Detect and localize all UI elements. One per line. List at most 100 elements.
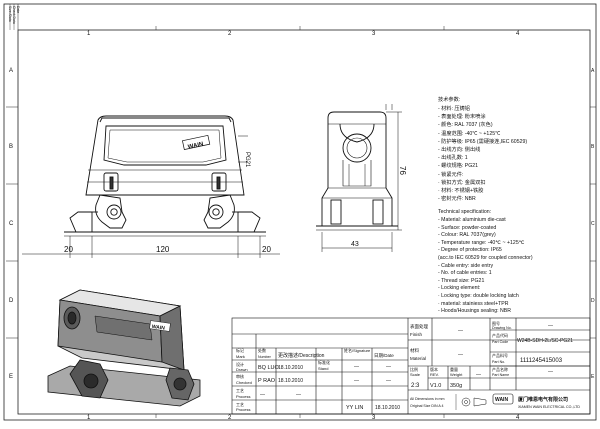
tb-dims-note-1: All Dimensions in mm [410, 397, 445, 401]
spec-cn-line: - 温度范围: -40℃ ~ +125℃ [438, 130, 501, 137]
tb-draw-name: BQ LUO [258, 365, 280, 371]
tb-stand-en: Stand [318, 366, 328, 371]
side-view [316, 111, 398, 231]
tb-rev-en: REV. [430, 372, 439, 377]
spec-en-line: - No. of cable entries: 1 [438, 270, 492, 277]
tb-approve-name: YY LIN [346, 405, 363, 411]
zone-left-b: B [9, 144, 13, 150]
zone-left-a: A [9, 68, 13, 74]
dim-side-43: 43 [351, 241, 359, 248]
spec-en-title: Technical specification: [438, 209, 492, 215]
dim-120: 120 [156, 245, 170, 254]
spec-en-line: · material: stainiess steel+TPR [438, 300, 509, 307]
tb-scale-en: Scale [410, 372, 421, 377]
tb-dims-note-2: Original Size DIN A 4 [410, 404, 444, 408]
zone-left-c: C [9, 221, 14, 227]
tb-partcode-cn: 产品代码 [492, 332, 508, 338]
spec-cn-line: - 螺纹规格: PG21 [438, 163, 479, 170]
zone-ticks [6, 26, 596, 418]
spec-en-line: - Surface: powder-coated [438, 224, 497, 231]
dim-pg21: PG21 [244, 152, 250, 168]
tb-stand-val: — [354, 364, 359, 370]
tb-check-cn: 审核 [236, 373, 244, 379]
tb-draw-en: Drawn [236, 367, 248, 372]
tb-process-name: — [260, 392, 265, 398]
dim-leader-pg [238, 135, 248, 163]
zone-right-c: C [591, 221, 595, 227]
iso-view [47, 289, 201, 407]
tb-number-cn: 处数 [258, 347, 266, 353]
tb-surface-cn: 表面处理 [410, 323, 428, 330]
outer-frame [3, 3, 597, 421]
tb-partname-cn: 产品名称 [492, 366, 508, 372]
zone-top-1: 1 [87, 31, 91, 37]
tb-check-name: P RAO [258, 378, 276, 384]
zone-left-e: E [9, 374, 13, 380]
title-block-text: 表面处理 Finish — 图号 Drawing No. — 产品代码 Part… [236, 320, 580, 412]
tb-approve-en: Process [236, 407, 250, 412]
spec-en-line: · Locking type: double locking latch [438, 293, 519, 299]
tb-signature-header: 姓名/Signature [344, 347, 371, 353]
tb-stand-cn: 标准化 [318, 359, 330, 365]
tb-approve-date: 18.10.2010 [375, 405, 400, 411]
tb-drawingno-cn: 图号 [492, 320, 500, 326]
tb-check-extra: — [354, 378, 359, 384]
zone-right-b: B [591, 144, 595, 150]
front-logo: WAIN [187, 142, 204, 151]
zone-top-3: 3 [372, 31, 376, 37]
tb-sheet-val: — [476, 372, 481, 378]
zone-right-d: D [591, 298, 595, 304]
tb-material-val: — [458, 352, 463, 358]
side-dims [321, 104, 402, 252]
tb-partcode-en: Part Code [492, 340, 508, 344]
zone-bottom-4: 4 [516, 415, 520, 421]
tb-approve-cn: 工艺 [236, 402, 244, 407]
zone-left-d: D [9, 298, 14, 304]
spec-cn-line: · 材料: 不锈钢+铁胶 [438, 188, 484, 194]
tb-surface-en: Finish [410, 332, 423, 337]
dim-left-20: 20 [64, 245, 73, 254]
iso-logo: WAIN [151, 324, 165, 332]
zone-top-4: 4 [516, 31, 520, 37]
tb-number-en: Number [258, 355, 272, 359]
tb-company-logo: WAIN [495, 397, 508, 403]
spec-cn-line: - 出线方向: 侧出线 [438, 147, 481, 153]
tb-check-extra-date: — [386, 378, 391, 384]
tb-material-en: Material [410, 356, 426, 361]
zone-bottom-3: 3 [372, 415, 376, 421]
spec-en-line: - Degree of protection: IP65 [438, 247, 502, 254]
tb-mark-cn: 标记 [236, 347, 244, 353]
spec-cn-line: - 材料: 压铸铝 [438, 106, 470, 112]
tb-scale-cn: 比例 [410, 366, 418, 372]
tb-drawingno-en: Drawing No. [492, 326, 512, 330]
spec-cn-line: - 表面处理: 粉末喷涂 [438, 114, 486, 121]
tb-mark-en: Mark [236, 354, 245, 359]
tb-check-en: Checked [236, 380, 252, 385]
zone-bottom-1: 1 [87, 415, 91, 421]
tb-check-date: 18.10.2010 [278, 378, 303, 384]
zone-top-2: 2 [228, 31, 232, 37]
zone-right-e: E [591, 374, 595, 380]
dim-right-20: 20 [262, 245, 271, 254]
tb-partcode-val: W24B-SDH-2L/SC-PG21 [517, 338, 573, 344]
tb-partno-cn: 产品料号 [492, 352, 508, 358]
tb-weight-en: Weight [450, 372, 463, 377]
spec-cn-line: - 颜色: RAL 7037 (灰色) [438, 122, 493, 129]
tb-description-header: 更改描述/Description [278, 352, 325, 359]
spec-cn-line: - 锁紧元件: [438, 171, 464, 178]
tb-partname-en: Part Name [492, 373, 509, 377]
spec-en-line: - Cable entry: side entry [438, 262, 494, 269]
zone-bottom-2: 2 [228, 415, 232, 421]
tb-draw-cn: 设计 [236, 361, 244, 367]
corner-line-3: Date [16, 6, 20, 13]
spec-en-line: (acc.to IEC 60529 for coupled connector) [438, 255, 533, 261]
tb-process-en: Process [236, 394, 250, 399]
tb-date-header: 日期/Date [374, 353, 394, 359]
spec-cn-title: 技术参数: [438, 97, 461, 103]
tb-process-cn: 工艺 [236, 388, 244, 393]
tb-process-val: — [296, 392, 301, 398]
spec-en-line: - Temperature range: -40℃ ~ +125℃ [438, 239, 525, 246]
title-block-grid [231, 317, 591, 415]
corner-line-1: Size /Data [8, 6, 12, 22]
tb-material-cn: 材料 [410, 347, 419, 354]
